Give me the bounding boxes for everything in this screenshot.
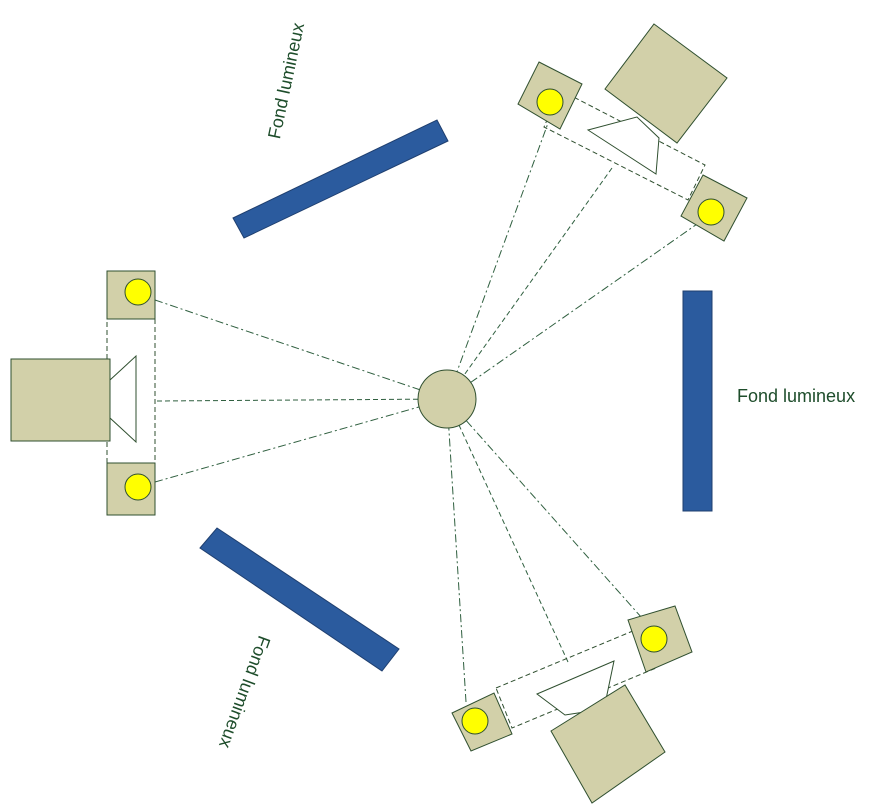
- light-bulb: [461, 707, 489, 735]
- backdrop-label-bottom: Fond lumineux: [215, 633, 274, 751]
- subject: [417, 369, 477, 429]
- camera-body: [550, 684, 666, 804]
- light-bulb: [640, 625, 668, 653]
- backdrop-label-right: Fond lumineux: [737, 386, 855, 406]
- camera-body: [10, 358, 111, 442]
- ray-bottom-camera: [446, 398, 569, 663]
- camera-lens: [109, 354, 137, 444]
- ray-top-right-light: [446, 221, 701, 400]
- camera-body: [604, 23, 728, 144]
- ray-top-camera: [446, 167, 613, 400]
- backdrop-right: [682, 290, 713, 512]
- rays: [154, 114, 701, 703]
- ray-bottom-left-light: [446, 398, 467, 703]
- light-bulb: [124, 278, 152, 306]
- light-bulb: [697, 198, 725, 226]
- camera-unit-bottom: [451, 605, 693, 804]
- backdrops: [199, 119, 713, 672]
- backdrop-bottom: [199, 527, 400, 672]
- camera-unit-left: [10, 270, 156, 516]
- ray-top-left-light: [446, 114, 552, 400]
- light-bulb: [536, 88, 564, 116]
- ray-left-bottom-light: [154, 398, 448, 483]
- ray-left-camera: [156, 398, 448, 402]
- backdrop-label-top: Fond lumineux: [264, 21, 308, 141]
- mount-frame: [495, 627, 657, 729]
- ray-bottom-right-light: [446, 398, 643, 619]
- backdrop-top: [232, 119, 449, 239]
- light-bulb: [124, 473, 152, 501]
- ray-left-top-light: [154, 299, 448, 400]
- camera-lens: [586, 116, 660, 175]
- camera-unit-top: [517, 23, 748, 242]
